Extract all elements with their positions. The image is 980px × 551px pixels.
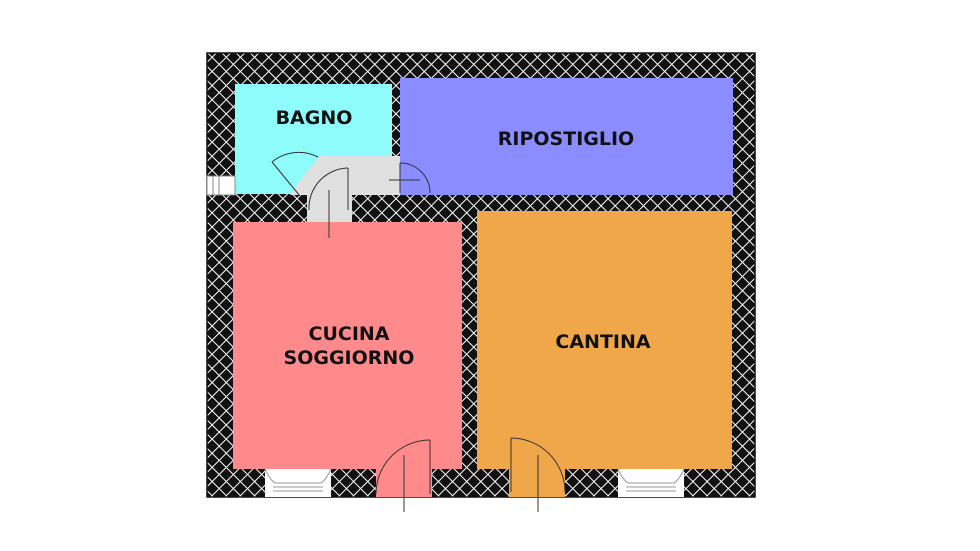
label-bagno: BAGNO xyxy=(276,107,353,129)
room-cucina-soggiorno xyxy=(233,222,462,469)
window-bottom-left xyxy=(264,468,332,497)
door-entrance-cantina xyxy=(510,437,566,512)
door-ripostiglio xyxy=(389,162,431,194)
corridor xyxy=(290,156,400,222)
window-bottom-right xyxy=(617,468,685,497)
label-cucina: CUCINA xyxy=(309,323,390,345)
room-cantina xyxy=(477,211,732,469)
room-ripostiglio xyxy=(400,78,733,195)
window-left xyxy=(206,175,236,196)
label-soggiorno: SOGGIORNO xyxy=(284,347,415,369)
label-cantina: CANTINA xyxy=(555,331,650,353)
label-ripostiglio: RIPOSTIGLIO xyxy=(498,128,634,150)
door-entrance-cucina xyxy=(375,439,431,512)
door-corridoio-cucina xyxy=(308,167,349,238)
door-bagno xyxy=(271,151,319,197)
